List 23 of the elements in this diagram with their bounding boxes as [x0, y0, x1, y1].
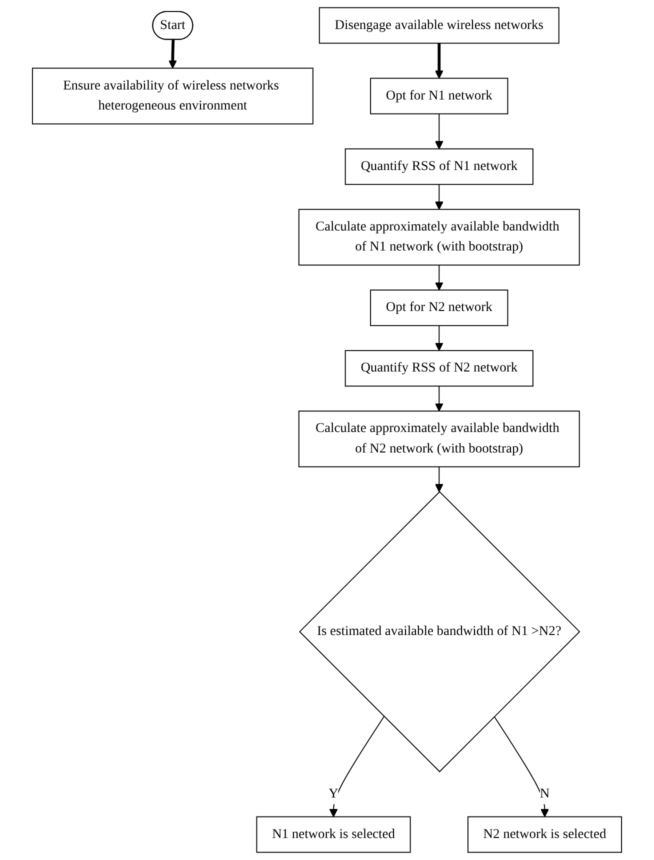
edge-label: N: [540, 787, 550, 802]
node-box: Disengage available wireless networks: [318, 7, 560, 44]
arrow: [434, 43, 444, 79]
node-box: Opt for N2 network: [370, 290, 508, 326]
node-box: Calculate approximately available bandwidth of N2 network (with bootstrap): [298, 410, 580, 468]
arrow: [434, 264, 444, 290]
arrow: [434, 325, 444, 351]
node-box: Opt for N1 network: [370, 78, 508, 114]
arrow: [434, 184, 444, 210]
arrow: [434, 113, 444, 150]
arrow: [329, 716, 384, 818]
arrow: [494, 716, 549, 818]
node-box: N1 network is selected: [256, 816, 411, 853]
node-box: Quantify RSS of N2 network: [344, 350, 534, 387]
arrow: [434, 466, 444, 492]
arrow: [434, 386, 444, 412]
node-diamond: Is estimated available bandwidth of N1 >N2?: [299, 491, 580, 772]
edge-label: Y: [328, 787, 338, 802]
arrow: [168, 40, 177, 69]
node-box: N2 network is selected: [467, 816, 622, 853]
node-box: Calculate approximately available bandwidth of N1 network (with bootstrap): [298, 208, 580, 266]
node-box: Ensure availability of wireless networks heterogeneous environment: [32, 68, 314, 124]
node-box: Quantify RSS of N1 network: [344, 148, 534, 185]
